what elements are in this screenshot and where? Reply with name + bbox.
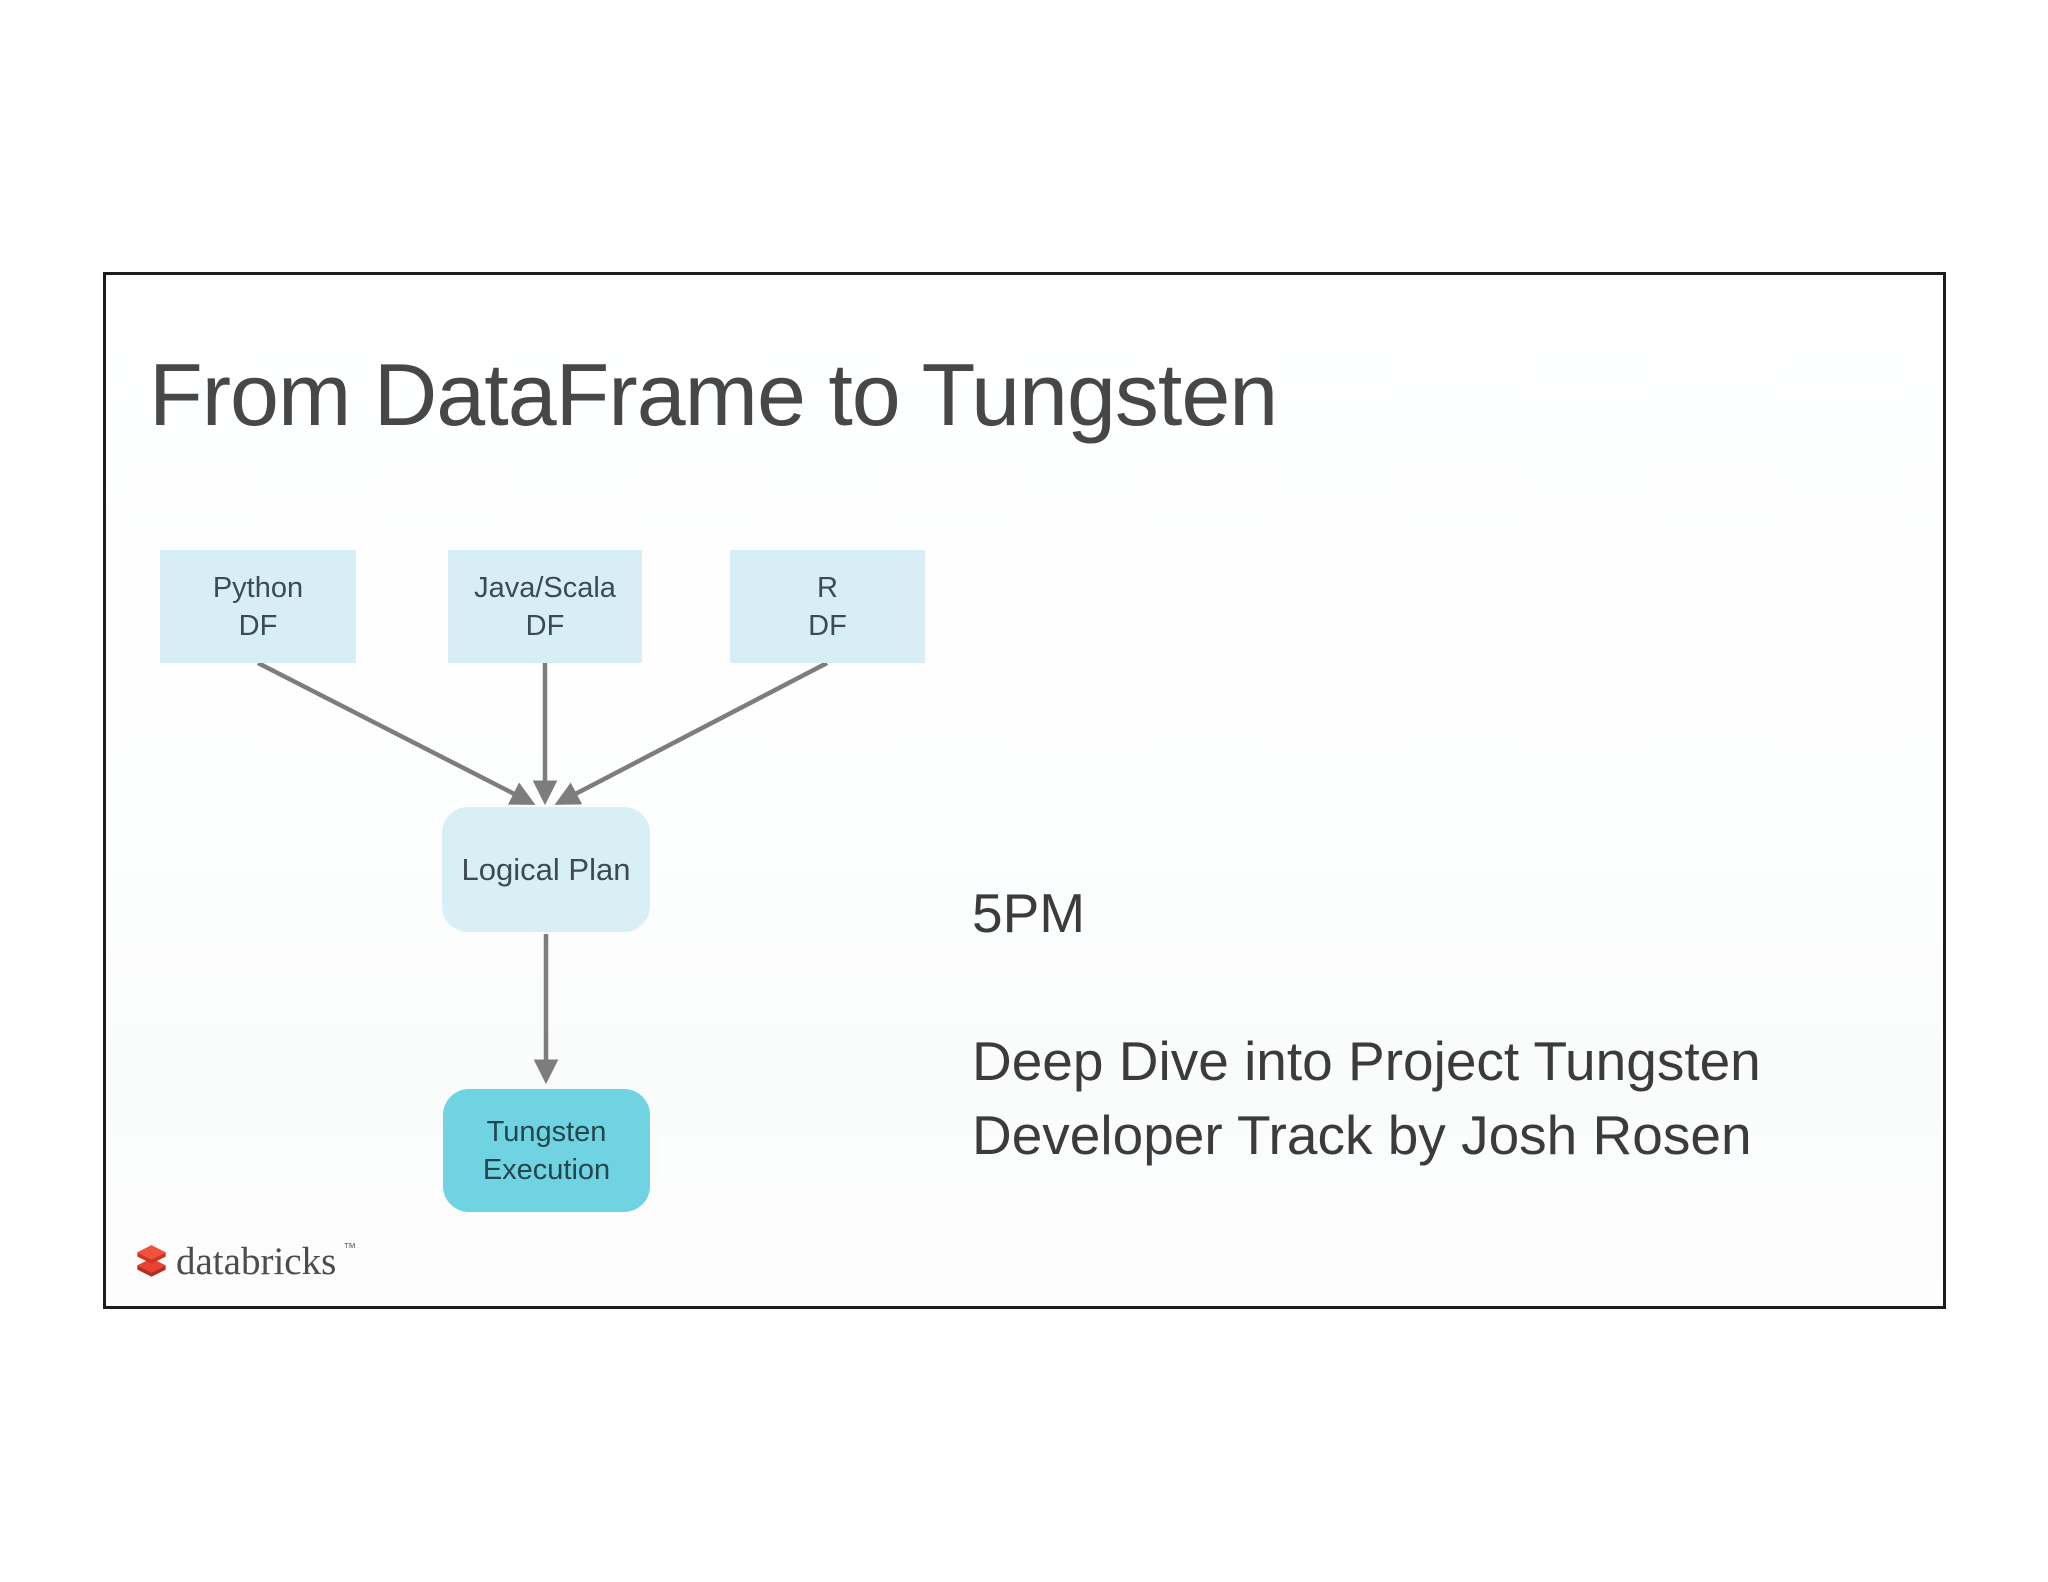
node-java-scala-df: Java/Scala DF <box>448 550 642 663</box>
edge-r-to-logical <box>554 661 829 805</box>
spacer <box>972 950 1761 1024</box>
databricks-logo: databricks ™ <box>133 1240 357 1283</box>
slide: From DataFrame to Tungsten Python DF Jav… <box>103 272 1946 1309</box>
node-label: Java/Scala <box>474 571 616 604</box>
node-python-df: Python DF <box>160 550 356 663</box>
node-label: Tungsten <box>486 1115 607 1148</box>
node-label: DF <box>525 609 565 642</box>
node-logical-plan: Logical Plan <box>442 807 650 932</box>
node-label: R <box>817 571 838 604</box>
node-label: Python <box>212 571 304 604</box>
databricks-wordmark: databricks <box>176 1240 337 1283</box>
session-info: 5PM Deep Dive into Project Tungsten Deve… <box>972 876 1761 1172</box>
node-tungsten-execution: Tungsten Execution <box>443 1089 650 1212</box>
node-label: DF <box>808 609 847 642</box>
node-label: Execution <box>482 1153 611 1186</box>
node-label: Logical Plan <box>461 851 631 887</box>
session-title-line2: Developer Track by Josh Rosen <box>972 1104 1752 1166</box>
slide-title: From DataFrame to Tungsten <box>149 345 1278 444</box>
session-time: 5PM <box>972 882 1086 944</box>
session-title-line1: Deep Dive into Project Tungsten <box>972 1030 1761 1092</box>
trademark-symbol: ™ <box>343 1240 357 1255</box>
edge-python-to-logical <box>256 660 536 805</box>
node-r-df: R DF <box>730 550 925 663</box>
databricks-bricks-icon <box>137 1245 166 1277</box>
node-label: DF <box>238 609 278 642</box>
